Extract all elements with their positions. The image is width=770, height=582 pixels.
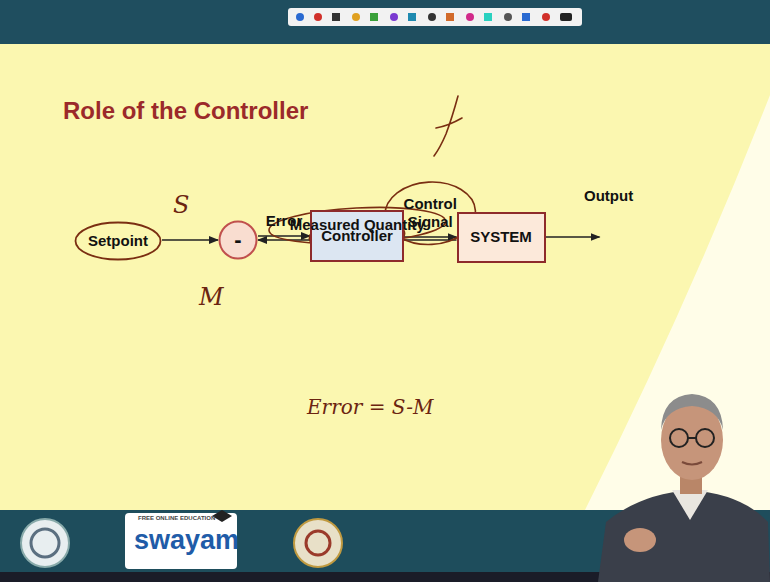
toolbar-icon bbox=[390, 13, 398, 21]
toolbar-icon bbox=[370, 13, 378, 21]
handwritten-note: S bbox=[173, 192, 189, 218]
logo-tagline: FREE ONLINE EDUCATION bbox=[138, 515, 215, 522]
nptel-emblem bbox=[294, 519, 342, 567]
presenter-body bbox=[598, 490, 770, 582]
outline-shape bbox=[220, 222, 257, 259]
output-arrow bbox=[546, 236, 600, 238]
nptel-emblem bbox=[306, 531, 330, 555]
signal-label: Output bbox=[584, 188, 633, 205]
presenter bbox=[598, 394, 770, 582]
presenter-glasses bbox=[688, 437, 696, 439]
toolbar-icon bbox=[296, 13, 304, 21]
institute-emblem bbox=[31, 529, 59, 557]
toolbar-icon bbox=[408, 13, 416, 21]
signal-connector bbox=[258, 235, 310, 237]
presenter-glasses bbox=[696, 429, 714, 447]
presenter-collar bbox=[672, 490, 708, 520]
node-text: SYSTEM bbox=[470, 228, 532, 245]
toolbar-icon bbox=[352, 13, 360, 21]
presenter-hair bbox=[661, 394, 723, 430]
toolbar-icon bbox=[428, 13, 436, 21]
toolbar-icon bbox=[484, 13, 492, 21]
outline-shape bbox=[76, 223, 161, 260]
summing-junction: - bbox=[218, 220, 258, 260]
presenter-hand bbox=[624, 528, 656, 552]
edge-label: Measured Quantity bbox=[290, 216, 425, 235]
top-bar bbox=[0, 0, 770, 44]
presenter-glasses bbox=[670, 429, 688, 447]
pen-toolbar bbox=[288, 8, 582, 26]
setpoint-node: Setpoint bbox=[74, 221, 162, 261]
slide-title: Role of the Controller bbox=[63, 97, 308, 125]
logo-wordmark: swayam bbox=[134, 526, 239, 556]
institute-emblem bbox=[21, 519, 69, 567]
handwritten-equation: Error = S-M bbox=[307, 396, 433, 418]
presenter-mouth bbox=[682, 462, 702, 465]
hand-scribble bbox=[434, 96, 462, 156]
hand-annotations bbox=[268, 180, 477, 256]
slide-curve bbox=[585, 95, 770, 510]
toolbar-icon bbox=[466, 13, 474, 21]
slide-ground bbox=[0, 44, 770, 510]
node-text: - bbox=[234, 227, 241, 252]
signal-connector bbox=[162, 239, 218, 241]
toolbar-icon bbox=[314, 13, 322, 21]
toolbar-icon bbox=[446, 13, 454, 21]
toolbar-icon bbox=[542, 13, 550, 21]
toolbar-icon bbox=[522, 13, 530, 21]
toolbar-icon bbox=[504, 13, 512, 21]
toolbar-icon bbox=[332, 13, 340, 21]
handwritten-note: M bbox=[199, 284, 224, 310]
toolbar-strip bbox=[288, 8, 582, 26]
process-box: SYSTEM bbox=[457, 212, 546, 263]
toolbar-icon bbox=[560, 13, 572, 21]
node-text: Setpoint bbox=[88, 232, 148, 249]
